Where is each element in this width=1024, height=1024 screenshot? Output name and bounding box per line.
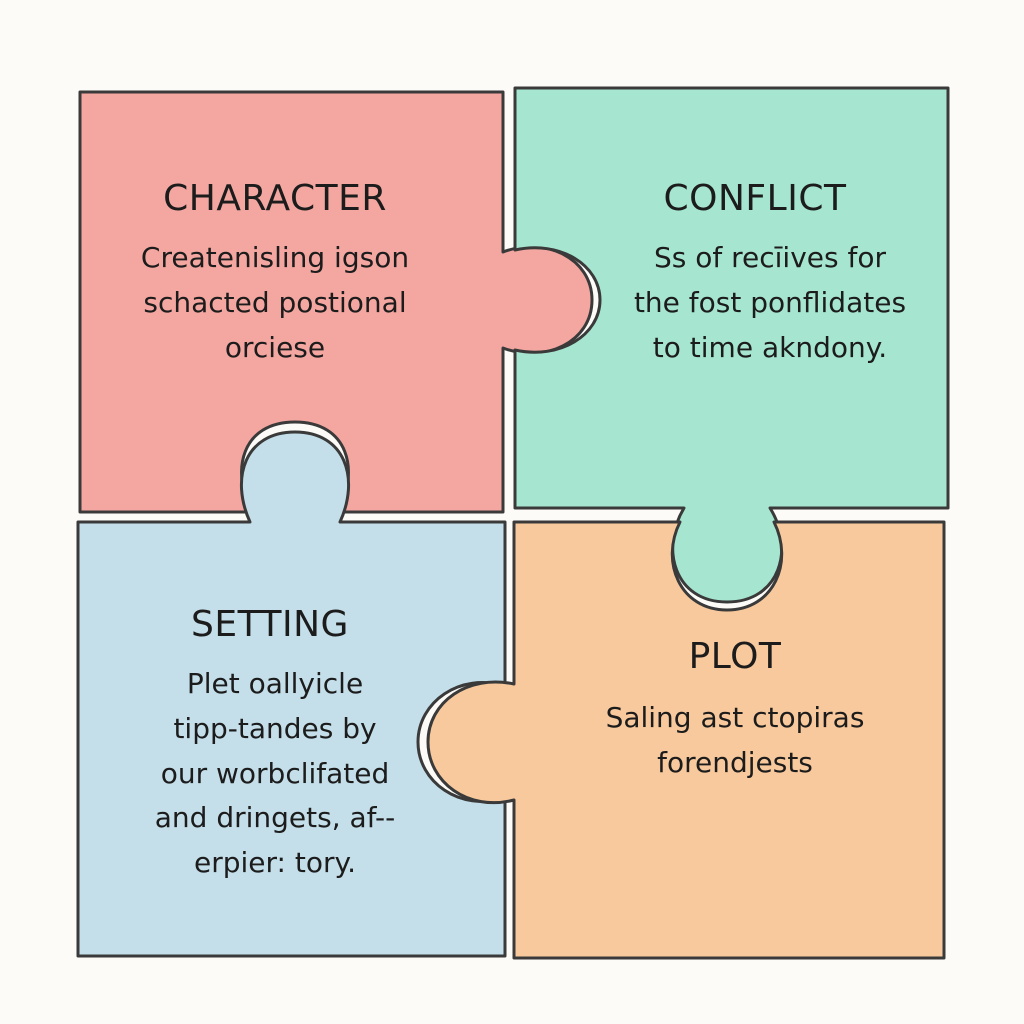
conflict-line: the fost ponflidates (633, 285, 907, 319)
conflict-piece (513, 86, 950, 604)
setting-line: Plet oallyicle (186, 667, 364, 700)
plot-piece (426, 520, 946, 960)
setting-title: SETTING (191, 604, 349, 645)
plot-line: forendjests (657, 745, 813, 779)
conflict-description: Ss of recīives for the fost ponflidates … (600, 236, 940, 370)
conflict-title: CONFLICT (663, 178, 847, 219)
setting-line: and dringets, af-- (154, 801, 396, 835)
setting-piece (76, 430, 507, 958)
character-line: Createnisling igson (140, 241, 410, 274)
plot-description: Saling ast ctopiras forendjests (560, 696, 910, 786)
setting-line: erpier: tory. (194, 846, 356, 880)
plot-line: Saling ast ctopiras (605, 701, 865, 734)
setting-line: tipp-tandes by (173, 711, 377, 745)
character-description: Createnisling igson schacted postional o… (100, 236, 450, 370)
character-line: orciese (224, 330, 326, 364)
character-line: schacted postional (143, 285, 407, 319)
conflict-line: Ss of recīives for (653, 241, 886, 274)
setting-description: Plet oallyicle tipp-tandes by our worbcl… (110, 662, 440, 886)
conflict-line: to time akndony. (652, 330, 888, 364)
setting-line: our worbclifated (160, 756, 390, 790)
plot-title: PLOT (688, 636, 782, 677)
character-title: CHARACTER (163, 178, 387, 219)
